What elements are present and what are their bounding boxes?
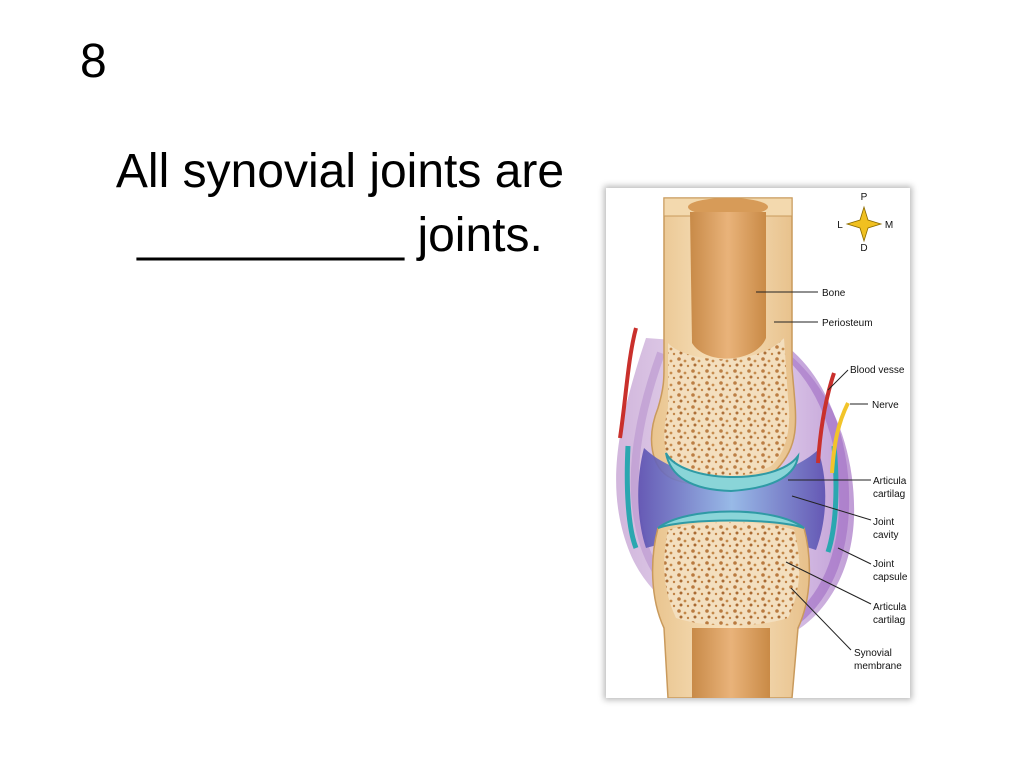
label-joint-cavity-2: cavity: [873, 530, 899, 541]
label-synovial-membrane-2: membrane: [854, 661, 902, 672]
label-articular-cartilage-lower-2: cartilag: [873, 615, 905, 626]
slide-number: 8: [80, 35, 107, 88]
label-joint-capsule-2: capsule: [873, 572, 908, 583]
blood-vessel-right: [816, 372, 836, 464]
synovial-joint-illustration: P L M D Bone Periosteum Blood vesse Nerv…: [616, 192, 908, 698]
articular-cartilage-lower: [657, 510, 805, 529]
label-blood-vessel: Blood vesse: [850, 365, 905, 376]
compass-l: L: [837, 220, 843, 231]
label-nerve: Nerve: [872, 400, 899, 411]
label-periosteum: Periosteum: [822, 318, 873, 329]
label-joint-cavity-1: Joint: [873, 517, 894, 528]
marrow-cavity: [690, 212, 766, 359]
compass-rose: P L M D: [837, 192, 893, 254]
label-joint-capsule-1: Joint: [873, 559, 894, 570]
blood-vessel-left: [618, 327, 638, 439]
nerve: [830, 402, 850, 474]
label-synovial-membrane-1: Synovial: [854, 648, 892, 659]
question-text: All synovial joints are __________ joint…: [60, 140, 620, 268]
compass-p: P: [861, 192, 868, 203]
synovial-joint-figure: P L M D Bone Periosteum Blood vesse Nerv…: [606, 188, 910, 698]
compass-d: D: [860, 243, 867, 254]
articular-cartilage-upper: [665, 452, 800, 493]
question-line-2: __________ joints.: [137, 209, 543, 262]
question-line-1: All synovial joints are: [115, 145, 565, 198]
compass-m: M: [885, 220, 893, 231]
label-articular-cartilage-upper-2: cartilag: [873, 489, 905, 500]
label-bone: Bone: [822, 288, 846, 299]
label-articular-cartilage-upper-1: Articula: [873, 476, 907, 487]
label-articular-cartilage-lower-1: Articula: [873, 602, 907, 613]
